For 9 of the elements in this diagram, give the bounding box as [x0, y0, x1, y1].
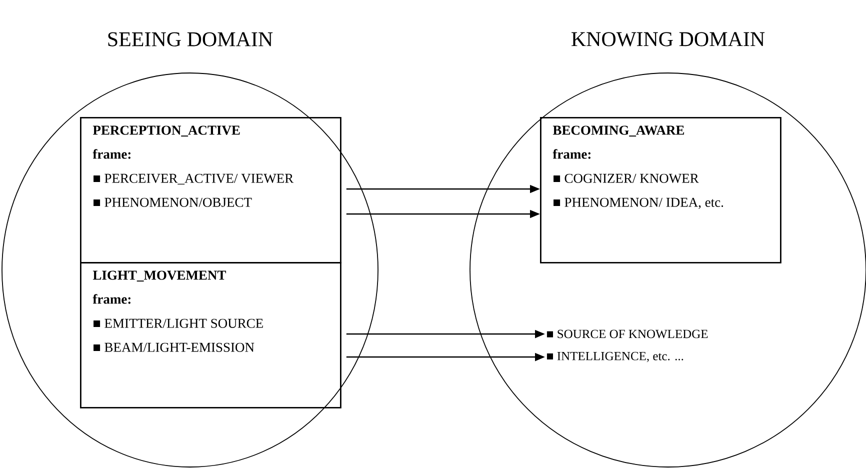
frame-box: BECOMING_AWARE frame: ■ COGNIZER/ KNOWER ■ PHENOMENON/ IDEA, etc.	[540, 117, 782, 264]
frame-box: PERCEPTION_ACTIVE frame: ■ PERCEIVER_ACTIVE/ VIEWER ■ PHENOMENON/OBJECT	[80, 117, 342, 264]
domain-heading: SEEING DOMAIN	[108, 32, 273, 46]
domain-heading: KNOWING DOMAIN	[572, 32, 765, 46]
frame-box: LIGHT_MOVEMENT frame: ■ EMITTER/LIGHT SOURCE ■ BEAM/LIGHT-EMISSION	[80, 262, 342, 408]
domain-circle	[470, 32, 866, 468]
item-text: ■ SOURCE OF KNOWLEDGE	[546, 330, 708, 338]
domain-circle	[2, 32, 378, 468]
item-text: ■ INTELLIGENCE, etc. ...	[546, 352, 684, 362]
